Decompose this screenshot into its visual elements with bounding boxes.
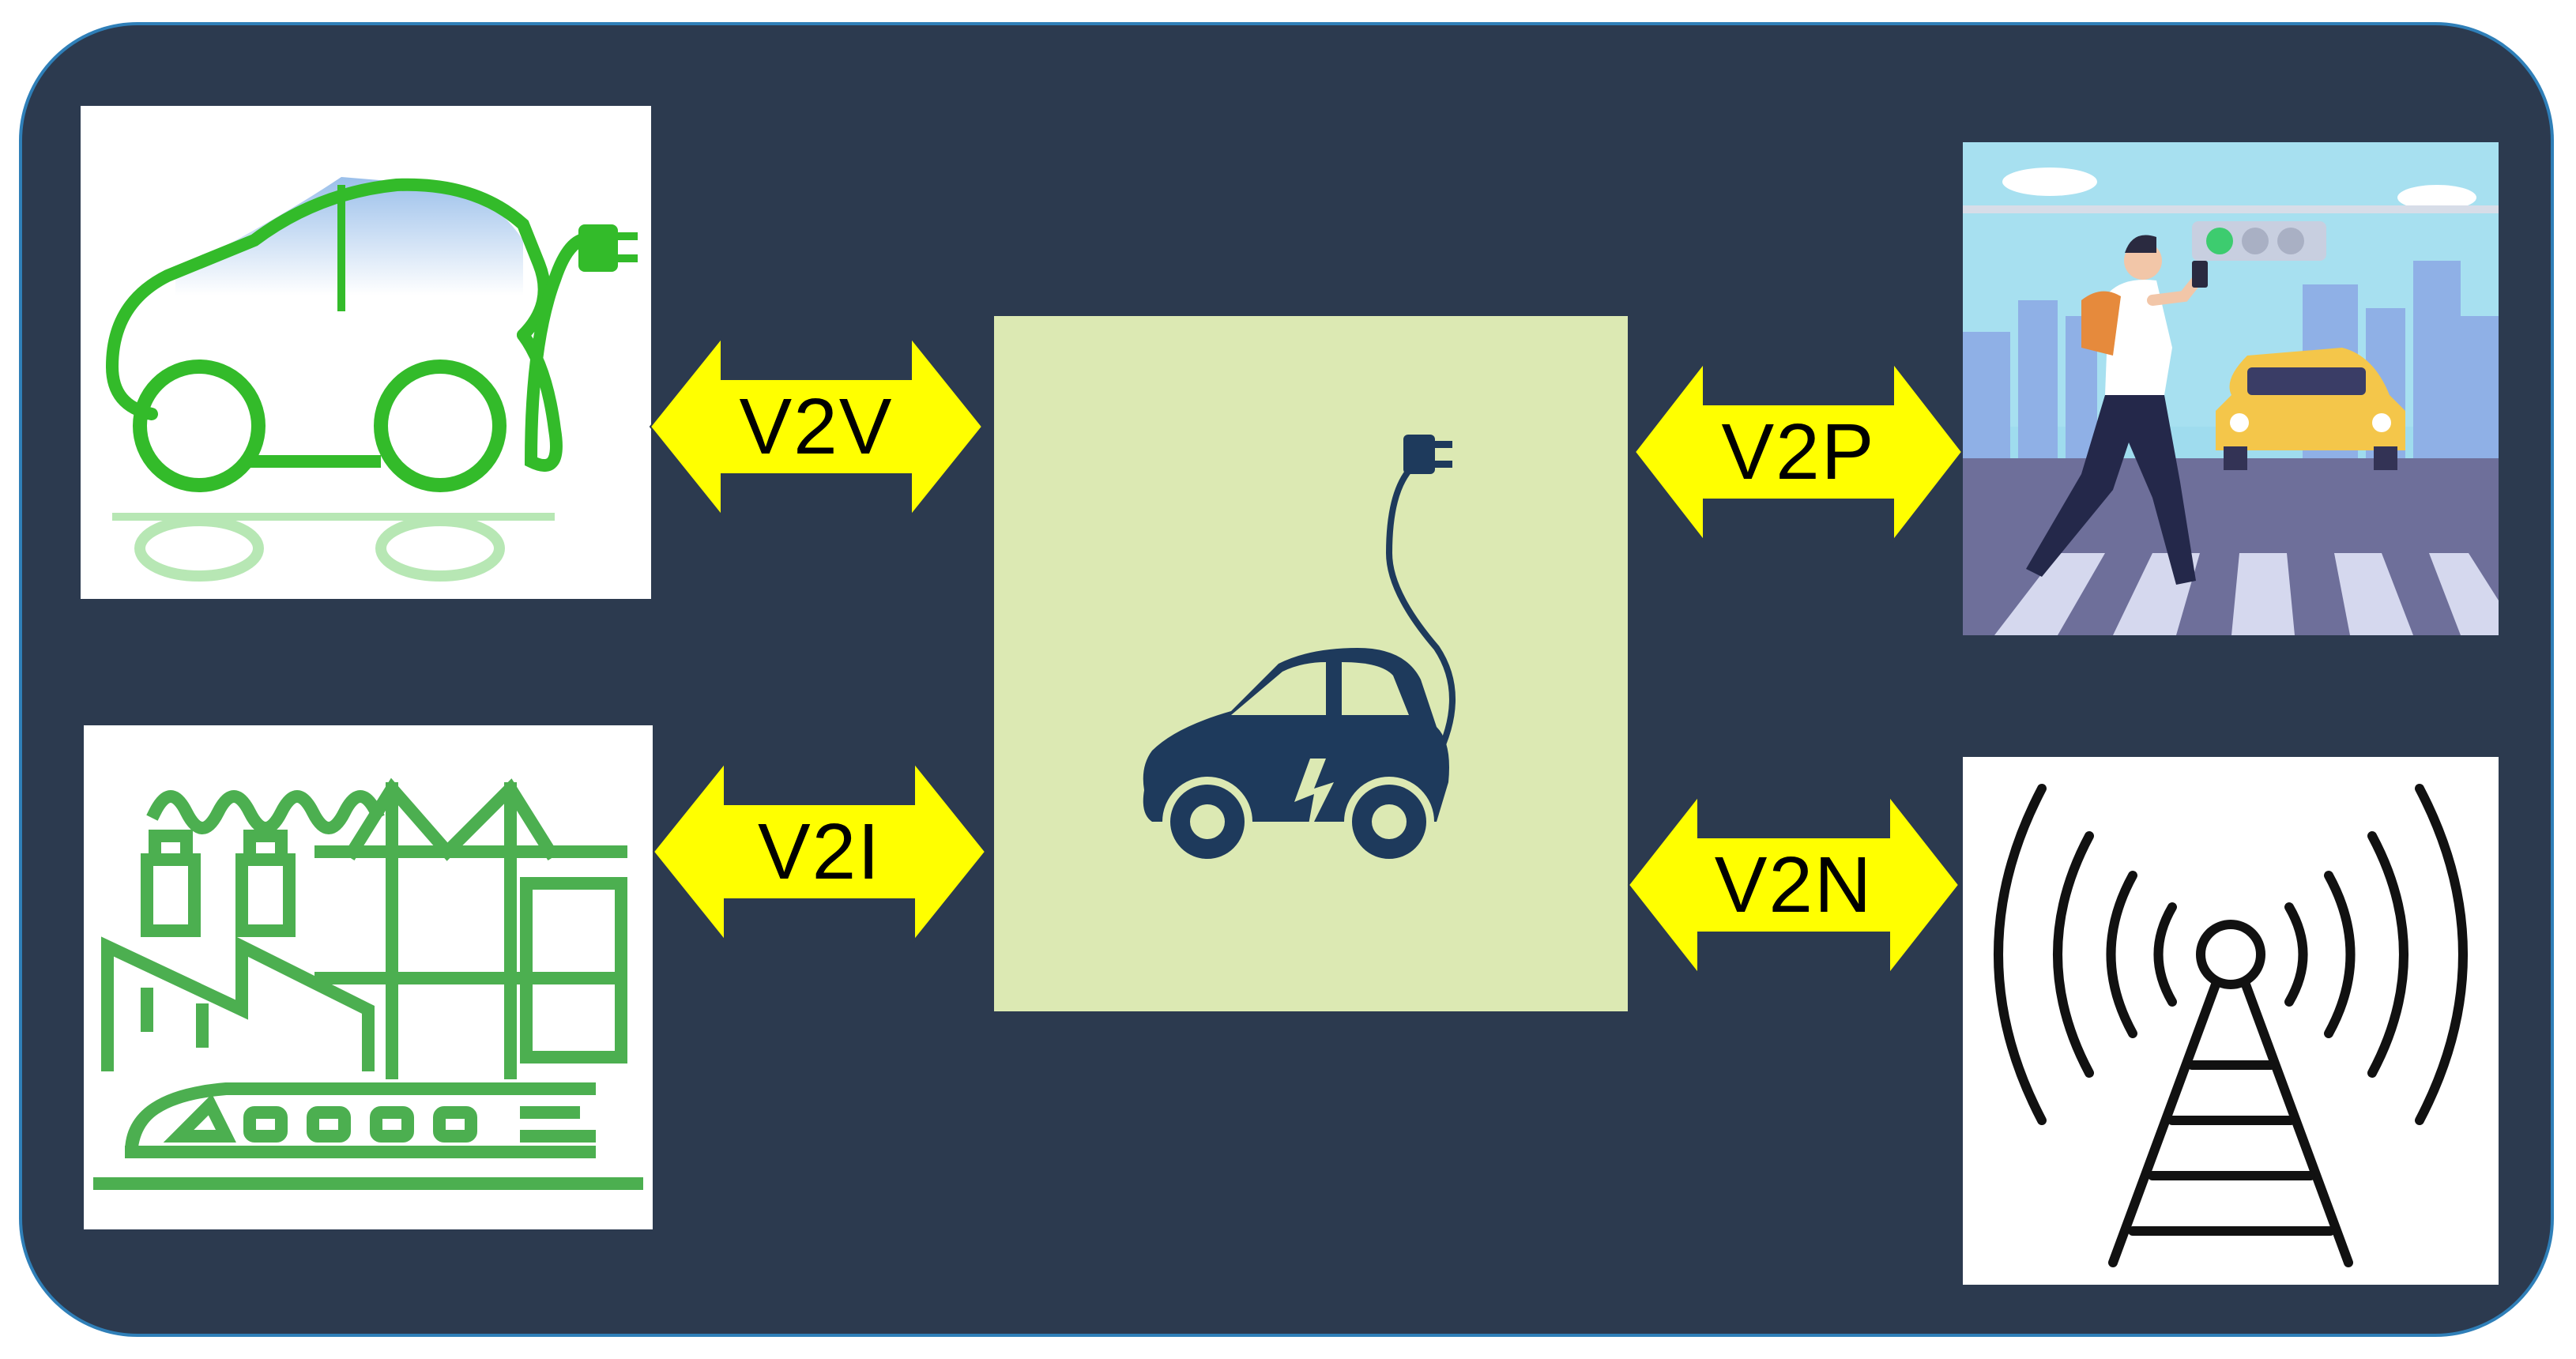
v2v-label: V2V [739, 382, 894, 471]
ev-charging-car-icon [994, 316, 1628, 1011]
v2n-arrow: V2N [1625, 790, 1963, 980]
v2i-label: V2I [757, 807, 882, 896]
ev-car-plug-icon [81, 106, 651, 599]
v2p-arrow: V2P [1631, 357, 1966, 547]
infrastructure-icon [84, 725, 653, 1229]
cell-tower-icon [1963, 757, 2499, 1285]
v2p-label: V2P [1721, 407, 1876, 496]
pedestrian-crossing-icon [1963, 142, 2499, 635]
v2n-label: V2N [1714, 840, 1874, 929]
v2v-arrow: V2V [646, 332, 986, 521]
v2i-arrow: V2I [650, 757, 989, 947]
